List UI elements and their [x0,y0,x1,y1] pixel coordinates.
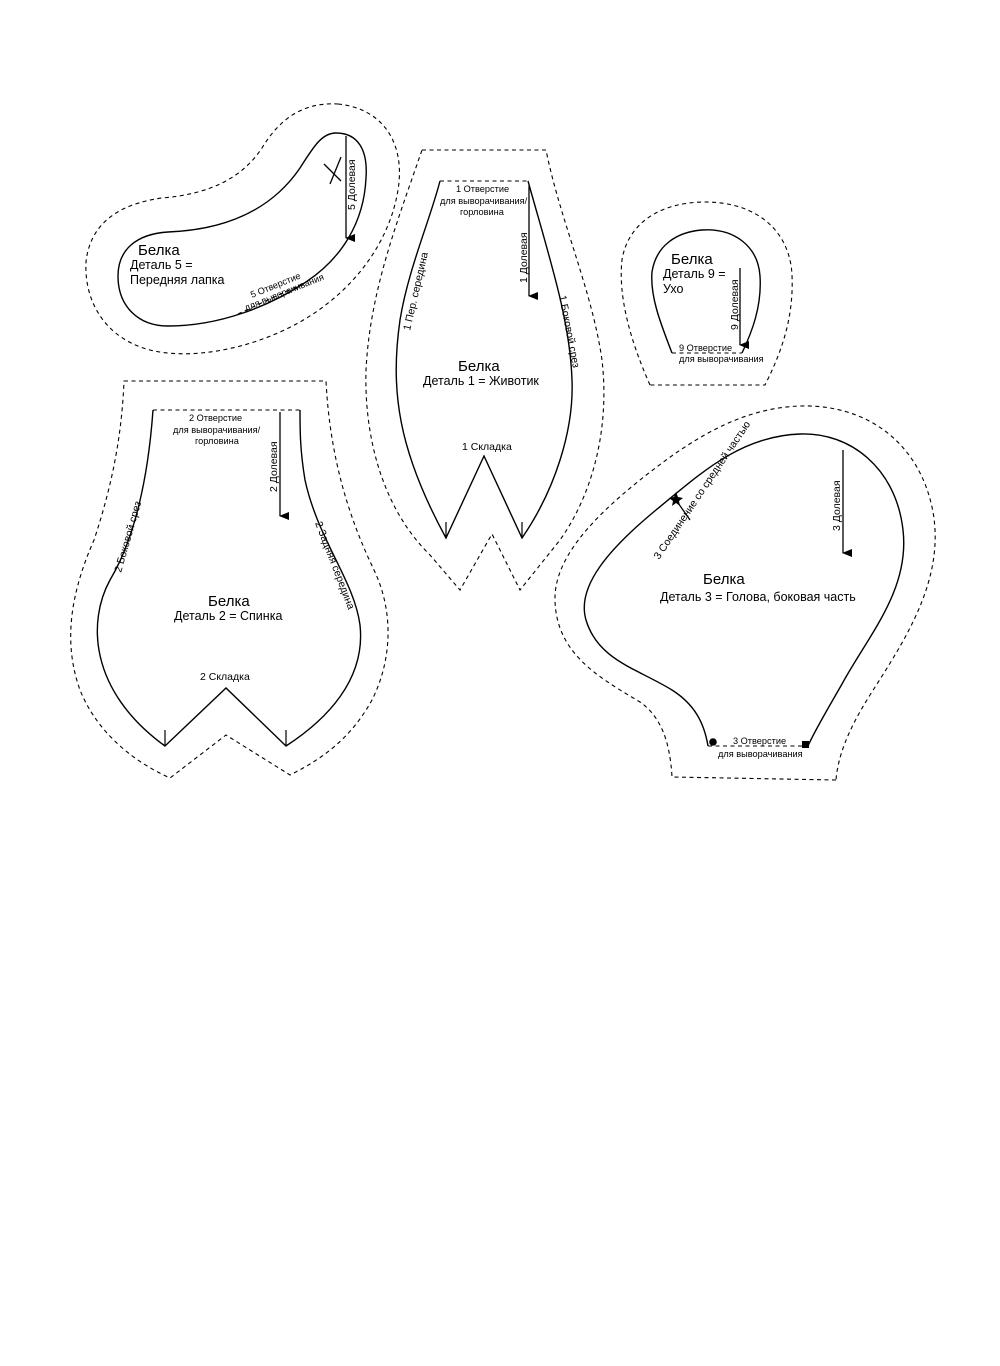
head-piece: 3 Долевая 3 Соединение со средней частью… [554,405,936,781]
head-join-line [675,499,691,521]
belly-cut-line [395,180,573,540]
paw-detail-line1: Деталь 5 = [130,258,193,272]
head-seam-allowance [554,405,936,781]
back-title: Белка [208,593,250,610]
paw-piece: 5 Долевая Белка Деталь 5 = Передняя лапк… [85,103,400,355]
back-fold-label: 2 Складка [200,671,250,683]
belly-opening-label1: 1 Отверстие [456,184,509,194]
ear-grain-label: 9 Долевая [729,279,741,330]
head-subtitle: Деталь 3 = Голова, боковая часть [660,590,856,604]
ear-piece: 9 Долевая Белка Деталь 9 = Ухо 9 Отверст… [620,201,793,386]
head-opening-label2: для выворачивания [718,749,803,759]
paw-cross-mark [323,163,342,182]
head-grain-label: 3 Долевая [831,480,843,531]
paw-detail-line2: Передняя лапка [130,273,225,287]
head-cut-line [583,433,905,747]
back-seam-allowance [70,380,389,779]
head-dot-marker [709,738,717,746]
belly-seam-allowance [365,149,605,592]
belly-opening-label3: горловина [460,207,505,217]
belly-fold-label: 1 Складка [462,441,512,453]
back-cut-line [96,409,362,747]
ear-opening-label2: для выворачивания [679,354,764,364]
ear-detail-line1: Деталь 9 = [663,267,726,281]
head-square-marker [802,741,809,748]
back-grain-label: 2 Долевая [268,441,280,492]
head-opening-label1: 3 Отверстие [733,736,786,746]
paw-cross-mark-2 [329,156,342,185]
back-side-cut-label: 2 Боковой срез [112,500,144,574]
paw-cut-line [117,132,367,327]
belly-grain-label: 1 Долевая [518,232,530,283]
paw-title: Белка [138,242,180,259]
head-star-marker [669,492,683,506]
ear-opening-label1: 9 Отверстие [679,343,732,353]
belly-opening-label2: для выворачивания/ [440,196,528,206]
back-middle-label: 2 Задняя середина [312,520,357,612]
back-opening-label1: 2 Отверстие [189,413,242,423]
paw-seam-allowance [85,103,400,355]
back-subtitle: Деталь 2 = Спинка [174,609,282,623]
paw-grain-label: 5 Долевая [346,159,358,210]
belly-title: Белка [458,358,500,375]
belly-subtitle: Деталь 1 = Животик [423,374,539,388]
ear-title: Белка [671,251,713,268]
belly-side-cut-label: 1 Боковой срез [556,294,582,369]
back-opening-label2: для выворачивания/ [173,425,261,435]
head-title: Белка [703,571,745,588]
ear-seam-allowance [620,201,793,386]
back-opening-label3: горловина [195,436,240,446]
ear-detail-line2: Ухо [663,282,683,296]
head-join-label: 3 Соединение со средней частью [652,419,754,562]
ear-cut-line [651,229,761,354]
belly-piece: 1 Долевая 1 Отверстие для выворачивания/… [365,149,605,592]
back-piece: 2 Долевая 2 Отверстие для выворачивания/… [70,380,389,779]
